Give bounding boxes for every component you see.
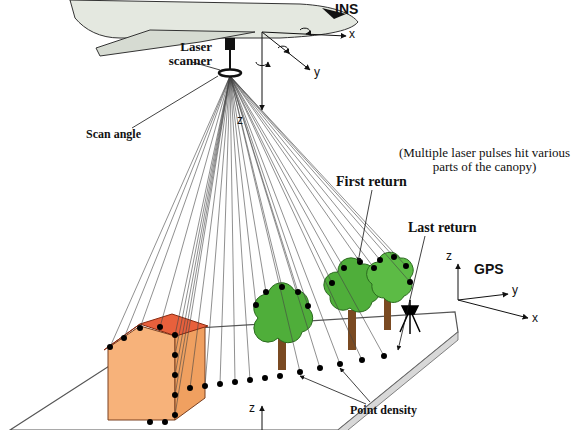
axis-label: z (237, 114, 243, 127)
leader-line (358, 190, 372, 262)
house-side (175, 326, 205, 420)
axis-arrow (262, 32, 346, 36)
gps-receiver (402, 300, 418, 314)
house-roof (104, 314, 208, 350)
axis-label: x (349, 28, 355, 41)
callout-label: Last return (408, 220, 477, 235)
scanner-ring (219, 70, 241, 77)
leader-line (340, 368, 370, 402)
part-label: Scan angle (86, 128, 141, 141)
axis-arrow (458, 264, 459, 300)
axis-label: y (314, 66, 320, 79)
leader-line (300, 376, 366, 404)
axis-arrow (262, 32, 263, 110)
callout-label: Point density (350, 404, 417, 417)
rotation-arrow (278, 46, 288, 52)
axis-arrow (458, 300, 528, 318)
rotation-arrow (256, 62, 268, 66)
gps-tripod (400, 314, 420, 334)
system-label: INS (335, 2, 358, 17)
callout-label: First return (336, 174, 407, 189)
axis-label: z (249, 402, 255, 415)
axis-arrow (458, 294, 508, 300)
system-label: GPS (474, 262, 504, 277)
axis-label: x (532, 312, 538, 325)
leader-line (398, 236, 425, 350)
axis-label: y (512, 284, 518, 297)
laser-scanner (225, 38, 235, 50)
return-points (110, 257, 410, 422)
laser-beams (110, 76, 410, 415)
tree-canopy (254, 283, 313, 343)
rotation-arrow (300, 28, 310, 34)
part-label: Laser scanner (150, 40, 212, 69)
axis-arrow (262, 406, 263, 430)
axis-arrow (262, 32, 310, 70)
leader-line (132, 76, 218, 128)
airplane-wing (96, 30, 255, 56)
note-text: (Multiple laser pulses hit various parts… (392, 146, 577, 175)
axis-label: z (446, 250, 452, 263)
scanner-mount (229, 50, 231, 70)
